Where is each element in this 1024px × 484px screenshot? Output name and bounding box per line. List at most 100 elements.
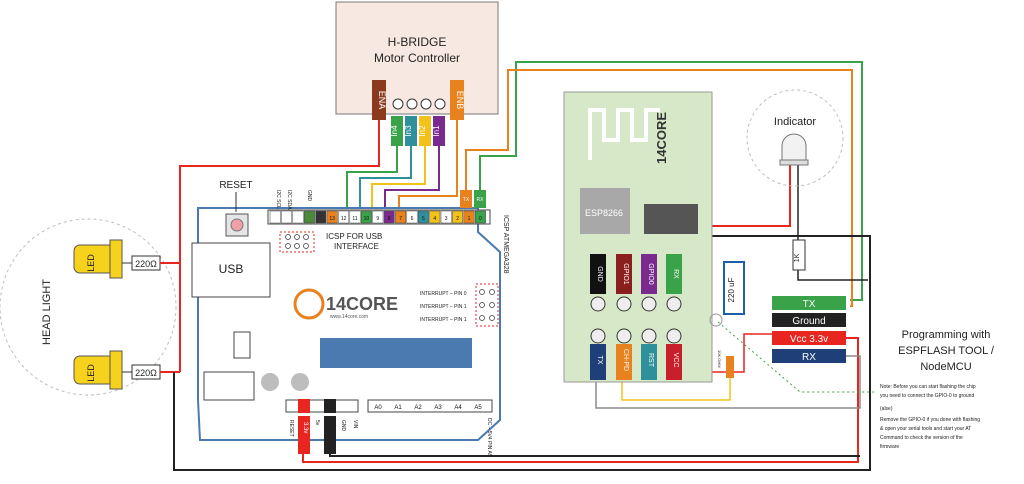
esp-pin-gnd: GND [596,266,603,282]
top-header-pin-label: 12 [341,216,347,222]
power-jack [203,371,255,401]
top-header-pin-label: 0 [479,216,482,222]
top-header-pin-label: 13 [329,216,335,222]
in2-pin [419,116,431,146]
top-header-pin-label: 8 [388,216,391,222]
analog-pin-label: A4 [454,405,462,411]
prog-tx-bar [772,296,846,310]
icsp-usb-header [279,231,315,253]
resistor-220-1-label: 220Ω [135,259,157,269]
top-header-pin-label: 10 [364,216,370,222]
power-label-gnd: GND [340,420,346,432]
prog-note-1: Note: Before you can start flashing the … [880,384,976,390]
pin-label-gnd: GND [306,190,312,202]
resistor-1k-label: 1K [794,253,801,262]
top-header-pin [429,210,441,224]
core-logo-text: 14CORE [326,294,398,314]
top-header-pin [474,210,486,224]
power-label-reset: RESET [288,420,294,437]
led-1-label: LED [86,254,96,272]
esp-pin-chpd: CH-PD [622,349,629,371]
esp-pin-rx: RX [672,269,679,279]
esp-pin-gpio0: GPIO0 [647,263,654,285]
top-header-pin-label: 5 [422,216,425,222]
top-header-pin [452,210,464,224]
hbridge-title-2: Motor Controller [374,51,460,65]
core-logo-url: www.14core.com [330,314,368,320]
top-header-pin [303,210,315,224]
pin-label-i2c-sda: I2C SDA [286,190,292,210]
in1-pin [433,116,445,146]
resistor-220-2-label: 220Ω [135,368,157,378]
core-logo: 14CORE www.14core.com [293,288,398,320]
esp-antenna [588,108,660,160]
analog-pin-label: A0 [374,405,382,411]
head-light-circle [0,218,177,396]
capacitor [723,261,745,315]
power-label-3v3: 3.3v [302,422,308,433]
top-header-pin [281,210,293,224]
top-header-pin-label: 3 [445,216,448,222]
prog-rx-label: RX [802,352,816,363]
hbridge-title-1: H-BRIDGE [388,35,447,49]
prog-title-2: ESPFLASH TOOL / [898,345,995,357]
top-header-pin [383,210,395,224]
top-header-pin [360,210,372,224]
top-header-pin [395,210,407,224]
top-header-pin [338,210,350,224]
icsp-usb-label-1: ICSP FOR USB [326,232,382,241]
arduino-tx-label: TX [463,197,470,203]
in4-pin [391,116,403,146]
ena-pin [372,80,386,120]
esp-pin-gpio1: GPIO1 [622,263,629,285]
interrupt-pin0: INTERRUPT – PIN 0 [420,291,467,297]
esp-pin-vcc: VCC [672,353,679,368]
top-header-pin-label: 7 [399,216,402,222]
prog-note-3: (alse) [880,406,893,412]
prog-note-5: & open your serial tools and start your … [880,426,971,432]
indicator-led [781,133,807,161]
esp-board [563,91,713,383]
led-2-label: LED [86,364,96,382]
analog-header [367,399,493,413]
arduino-rx [474,190,486,208]
esp8266-label: ESP8266 [585,208,623,218]
atmega-chip [320,338,472,368]
top-header-pin [417,210,429,224]
usb-port [191,242,271,298]
power-label-5v: 5v [314,420,320,426]
icsp-usb-label-2: INTERFACE [334,242,379,251]
top-header-pin [315,210,327,224]
analog-pin-label: A2 [414,405,422,411]
esp8266-chip [580,188,630,234]
esp-pin-tx: TX [596,356,603,365]
top-header-pin-label: 1 [468,216,471,222]
icsp-atmega-label: ICSP ATMEGA328 [502,215,509,274]
interrupt-pin1-b: INTERRUPT – PIN 1 [420,317,467,323]
analog-pin-label: A5 [474,405,482,411]
prog-note-7: firmware [880,444,899,450]
in1-label: In1 [432,125,441,137]
bottom-right-label: DC – 5V4 PIN A5 [486,418,492,457]
in2-label: In2 [418,125,427,137]
prog-title-3: NodeMCU [920,361,971,373]
head-light-label: HEAD LIGHT [41,279,53,345]
top-header-pin [372,210,384,224]
ena-label: ENA [377,91,387,110]
arduino-rx-label: RX [477,197,485,203]
top-header-pin-label: 6 [411,216,414,222]
prog-note-6: Command to check the version of the [880,435,963,441]
indicator-circle [746,89,844,187]
prog-ground-label: Ground [792,316,825,327]
power-header [285,399,359,413]
top-header-pin-label: 2 [456,216,459,222]
indicator-label: Indicator [774,116,817,128]
top-header-pin [406,210,418,224]
dotted-pointer [717,321,876,393]
top-header-pin [349,210,361,224]
prog-vcc-bar [772,331,846,345]
top-header-pin-label: 9 [376,216,379,222]
arduino-tx [460,190,472,208]
reset-label: RESET [219,180,252,191]
prog-vcc-label: Vcc 3.3v [790,334,828,345]
